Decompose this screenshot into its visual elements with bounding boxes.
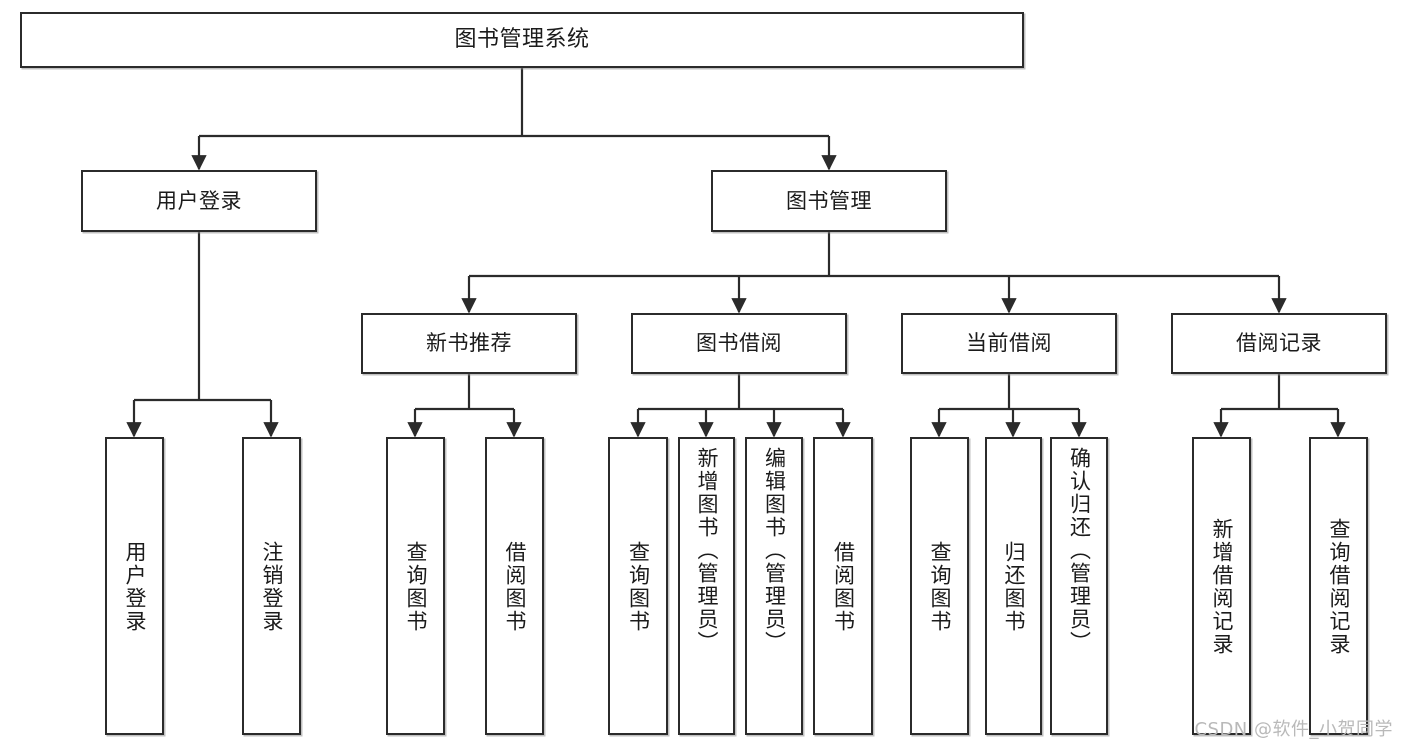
node-label: 查询图书 <box>404 541 428 633</box>
node-current[interactable]: 当前借阅 <box>901 313 1117 374</box>
node-label: 借阅记录 <box>1236 331 1322 356</box>
node-leaf-nb-query[interactable]: 查询图书 <box>386 437 445 735</box>
node-leaf-cur-return[interactable]: 归还图书 <box>985 437 1042 735</box>
node-leaf-cur-confirm[interactable]: 确认归还（管理员） <box>1050 437 1108 735</box>
node-records[interactable]: 借阅记录 <box>1171 313 1387 374</box>
node-label: 归还图书 <box>1002 541 1026 633</box>
watermark: CSDN @软件_小贺同学 <box>1194 719 1393 740</box>
node-label: 注销登录 <box>260 541 284 633</box>
node-label: 用户登录 <box>123 541 147 633</box>
node-leaf-bw-edit[interactable]: 编辑图书（管理员） <box>745 437 803 735</box>
node-newbook[interactable]: 新书推荐 <box>361 313 577 374</box>
node-label: 新增图书（管理员） <box>695 447 719 654</box>
node-leaf-user-logout[interactable]: 注销登录 <box>242 437 301 735</box>
node-label: 用户登录 <box>156 188 242 213</box>
node-root[interactable]: 图书管理系统 <box>20 12 1024 68</box>
node-borrow[interactable]: 图书借阅 <box>631 313 847 374</box>
node-leaf-rec-query[interactable]: 查询借阅记录 <box>1309 437 1368 735</box>
node-label: 图书借阅 <box>696 331 782 356</box>
node-bookmgmt[interactable]: 图书管理 <box>711 170 947 232</box>
node-label: 图书管理系统 <box>454 27 590 53</box>
node-label: 当前借阅 <box>966 331 1052 356</box>
node-label: 查询图书 <box>928 541 952 633</box>
node-leaf-bw-borrow[interactable]: 借阅图书 <box>813 437 873 735</box>
node-leaf-bw-query[interactable]: 查询图书 <box>608 437 668 735</box>
node-label: 确认归还（管理员） <box>1067 447 1092 654</box>
node-leaf-rec-add[interactable]: 新增借阅记录 <box>1192 437 1251 735</box>
node-leaf-nb-borrow[interactable]: 借阅图书 <box>485 437 544 735</box>
node-label: 查询借阅记录 <box>1327 518 1351 656</box>
node-label: 查询图书 <box>626 541 651 633</box>
node-leaf-user-login[interactable]: 用户登录 <box>105 437 164 735</box>
node-label: 新增借阅记录 <box>1210 518 1234 656</box>
node-label: 图书管理 <box>786 188 872 213</box>
node-label: 借阅图书 <box>503 541 527 633</box>
node-label: 新书推荐 <box>426 331 512 356</box>
node-leaf-bw-add[interactable]: 新增图书（管理员） <box>678 437 735 735</box>
node-label: 借阅图书 <box>831 541 856 633</box>
node-leaf-cur-query[interactable]: 查询图书 <box>910 437 969 735</box>
node-login[interactable]: 用户登录 <box>81 170 317 232</box>
node-label: 编辑图书（管理员） <box>762 447 787 654</box>
